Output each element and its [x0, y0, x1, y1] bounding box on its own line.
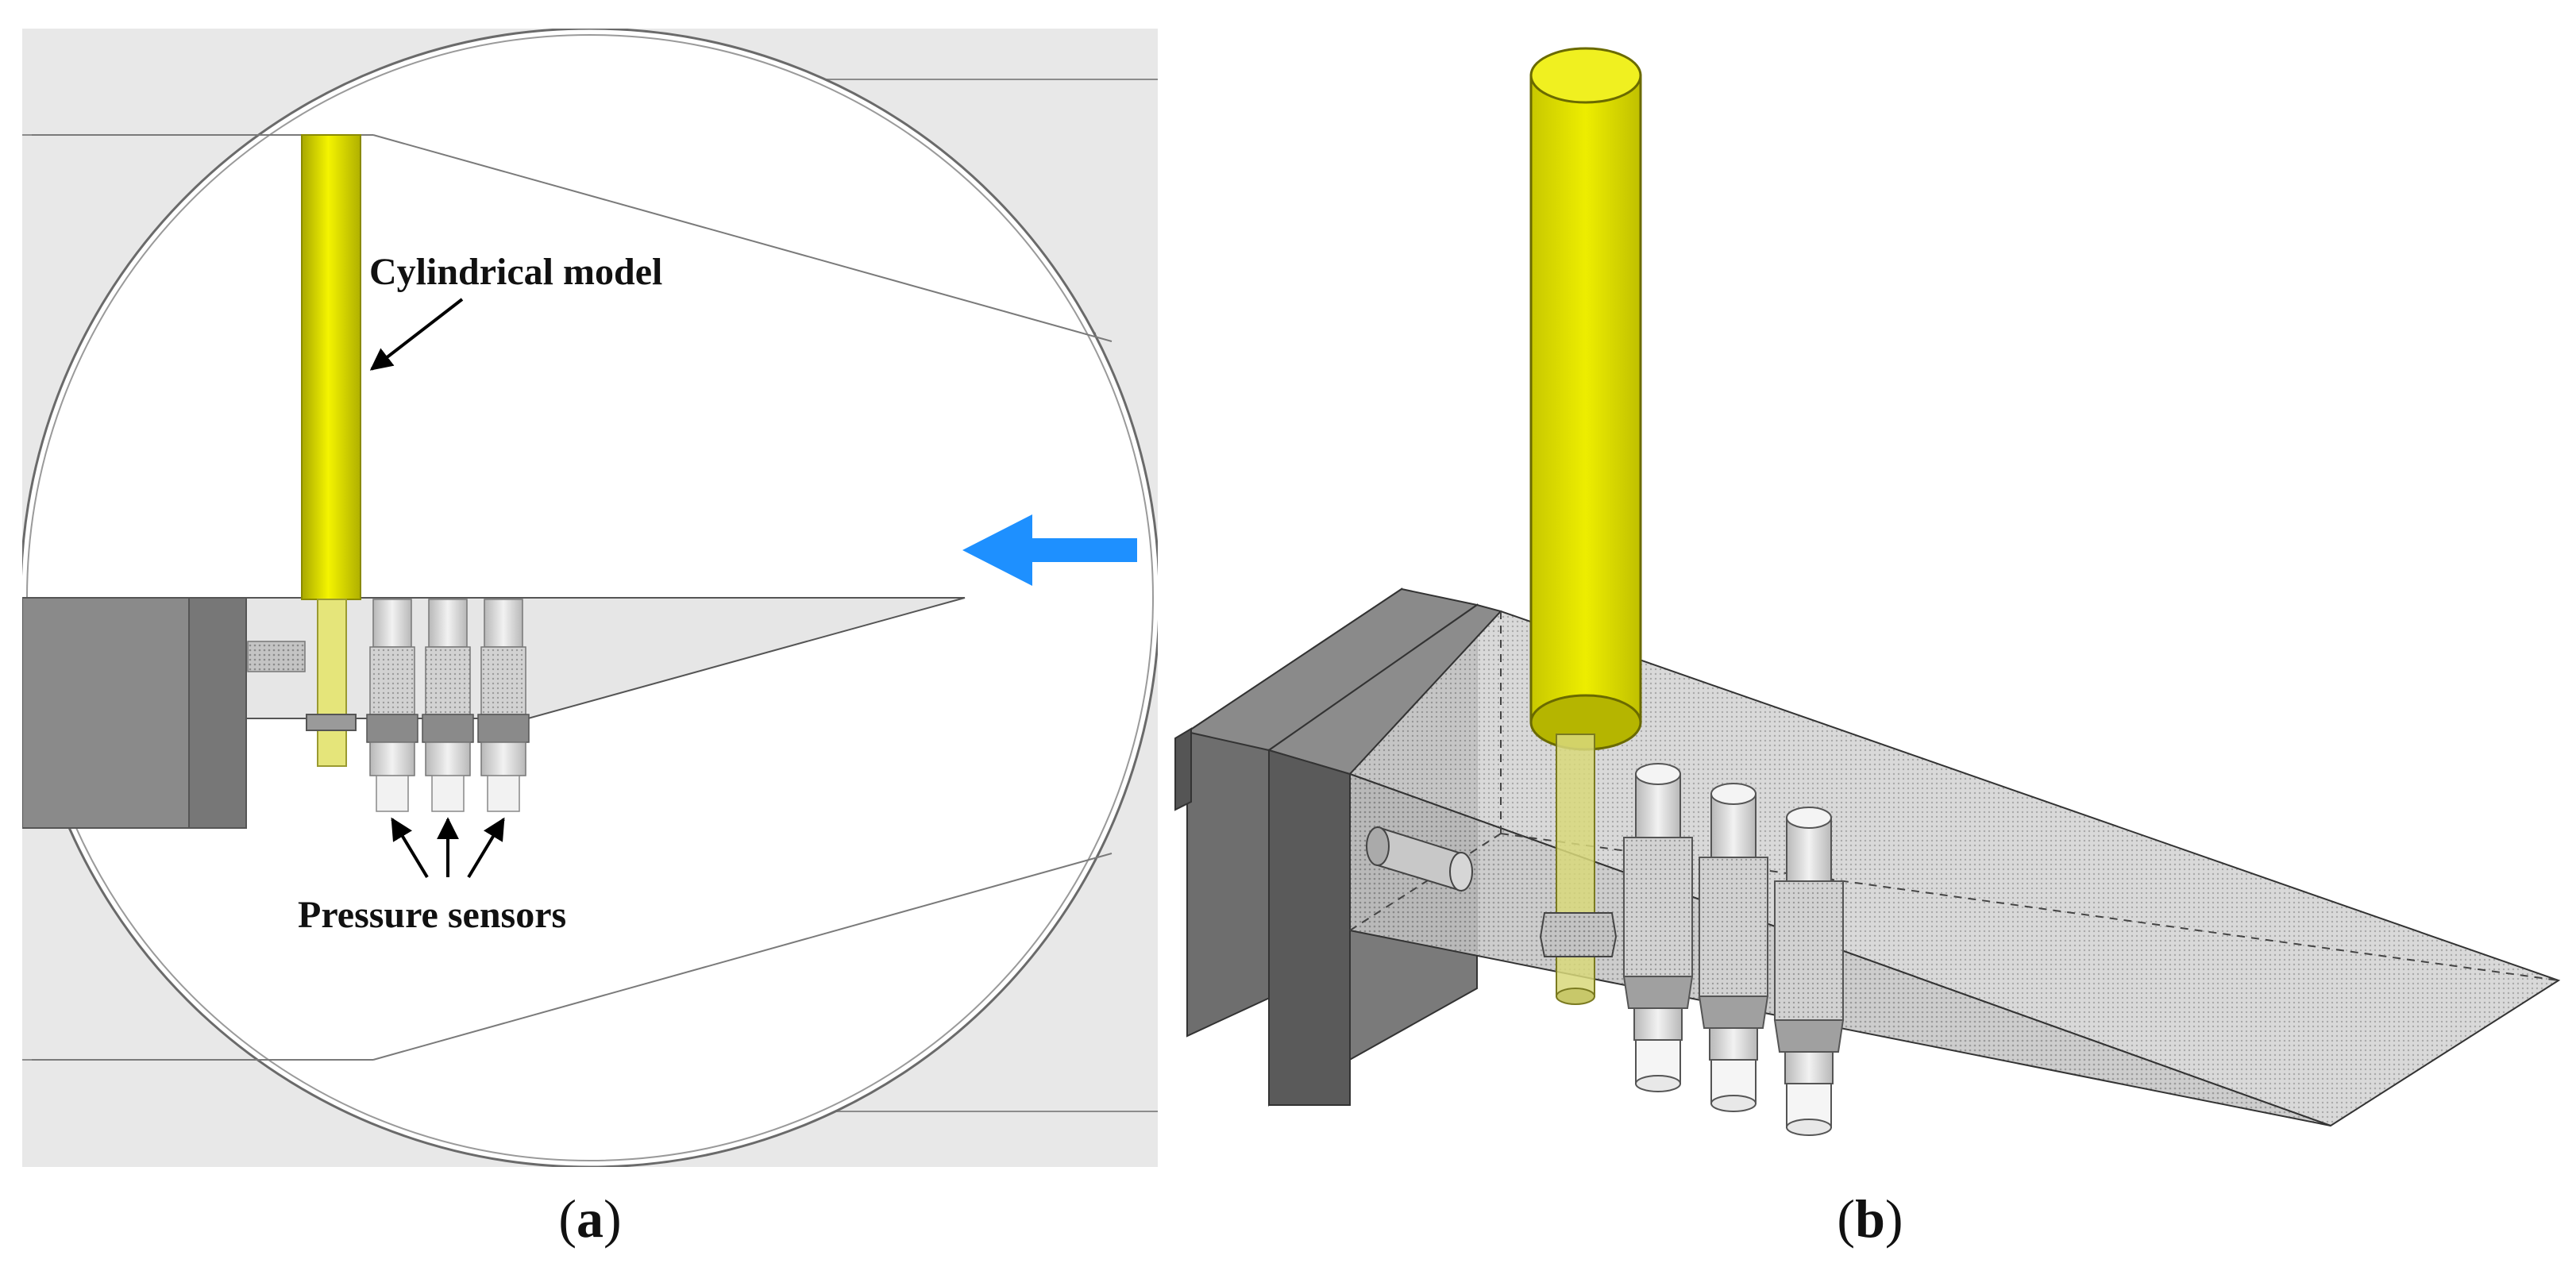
pressure-sensor — [477, 599, 530, 812]
caption-a: (a) — [558, 1188, 621, 1249]
mount-front-face — [1268, 749, 1351, 1106]
panel-b — [1174, 47, 2561, 1136]
pressure-sensor — [1773, 807, 1845, 1136]
mount-side-nub — [1174, 727, 1192, 811]
screw — [247, 641, 306, 672]
pressure-sensor — [1622, 763, 1694, 1092]
arrow-icon — [467, 817, 505, 879]
pressure-sensors-b — [1622, 763, 1845, 1136]
pressure-sensor — [1698, 783, 1769, 1112]
left-arrow-icon — [962, 514, 1137, 586]
mount-block-outer — [22, 597, 190, 829]
screw-b — [1366, 826, 1473, 892]
cylinder-stem-bottom — [1556, 988, 1595, 1005]
label-pressure-sensors: Pressure sensors — [298, 894, 566, 936]
arrow-icon — [369, 298, 464, 371]
label-cylindrical-model: Cylindrical model — [369, 251, 662, 293]
caption-b: (b) — [1837, 1188, 1903, 1249]
arrow-icon — [391, 817, 429, 879]
cylinder-stem-a — [317, 599, 347, 767]
cylinder-model-b — [1529, 47, 1642, 751]
pressure-sensor — [366, 599, 418, 812]
panel-a: Cylindrical model Pressure sensors — [22, 29, 1158, 1167]
wedge-hidden-edge — [1349, 833, 1502, 931]
mount-block-inner — [188, 597, 247, 829]
cylinder-model-a — [301, 134, 361, 600]
cylinder-nut-b — [1539, 912, 1618, 957]
cylinder-nut-a — [306, 714, 357, 731]
pressure-sensor — [422, 599, 474, 812]
pressure-sensors-a — [366, 599, 530, 812]
